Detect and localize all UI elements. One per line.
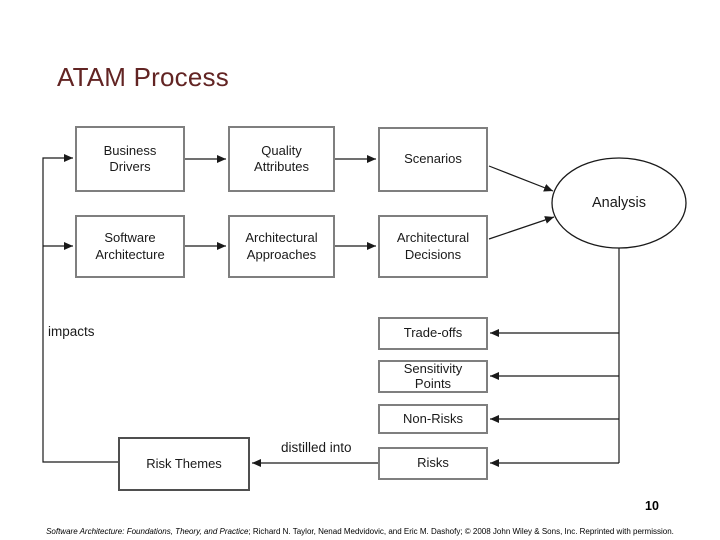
analysis-label: Analysis — [592, 195, 646, 211]
box-quality-attributes: Quality Attributes — [228, 126, 335, 192]
box-architectural-approaches: Architectural Approaches — [228, 215, 335, 278]
impacts-label: impacts — [48, 324, 95, 339]
edge-architectural-decisions-to-analysis — [488, 216, 555, 240]
box-software-architecture: Software Architecture — [75, 215, 185, 278]
slide-title: ATAM Process — [57, 62, 229, 92]
citation-authors: ; Richard N. Taylor, Nenad Medvidovic, a… — [248, 527, 674, 536]
edge-scenarios-to-analysis — [488, 165, 554, 192]
box-risks: Risks — [378, 447, 488, 480]
citation-book-title: Software Architecture: Foundations, Theo… — [46, 527, 249, 536]
box-business-drivers: Business Drivers — [75, 126, 185, 192]
box-sensitivity-points: Sensitivity Points — [378, 360, 488, 393]
box-architectural-decisions: Architectural Decisions — [378, 215, 488, 278]
box-non-risks: Non-Risks — [378, 404, 488, 434]
page-number: 10 — [645, 499, 659, 513]
box-scenarios: Scenarios — [378, 127, 488, 192]
box-trade-offs: Trade-offs — [378, 317, 488, 350]
analysis-ellipse — [551, 157, 687, 249]
box-risk-themes: Risk Themes — [118, 437, 250, 491]
distilled-into-label: distilled into — [281, 440, 352, 455]
edge-impacts-loop — [42, 154, 118, 463]
citation: Software Architecture: Foundations, Theo… — [0, 527, 720, 537]
